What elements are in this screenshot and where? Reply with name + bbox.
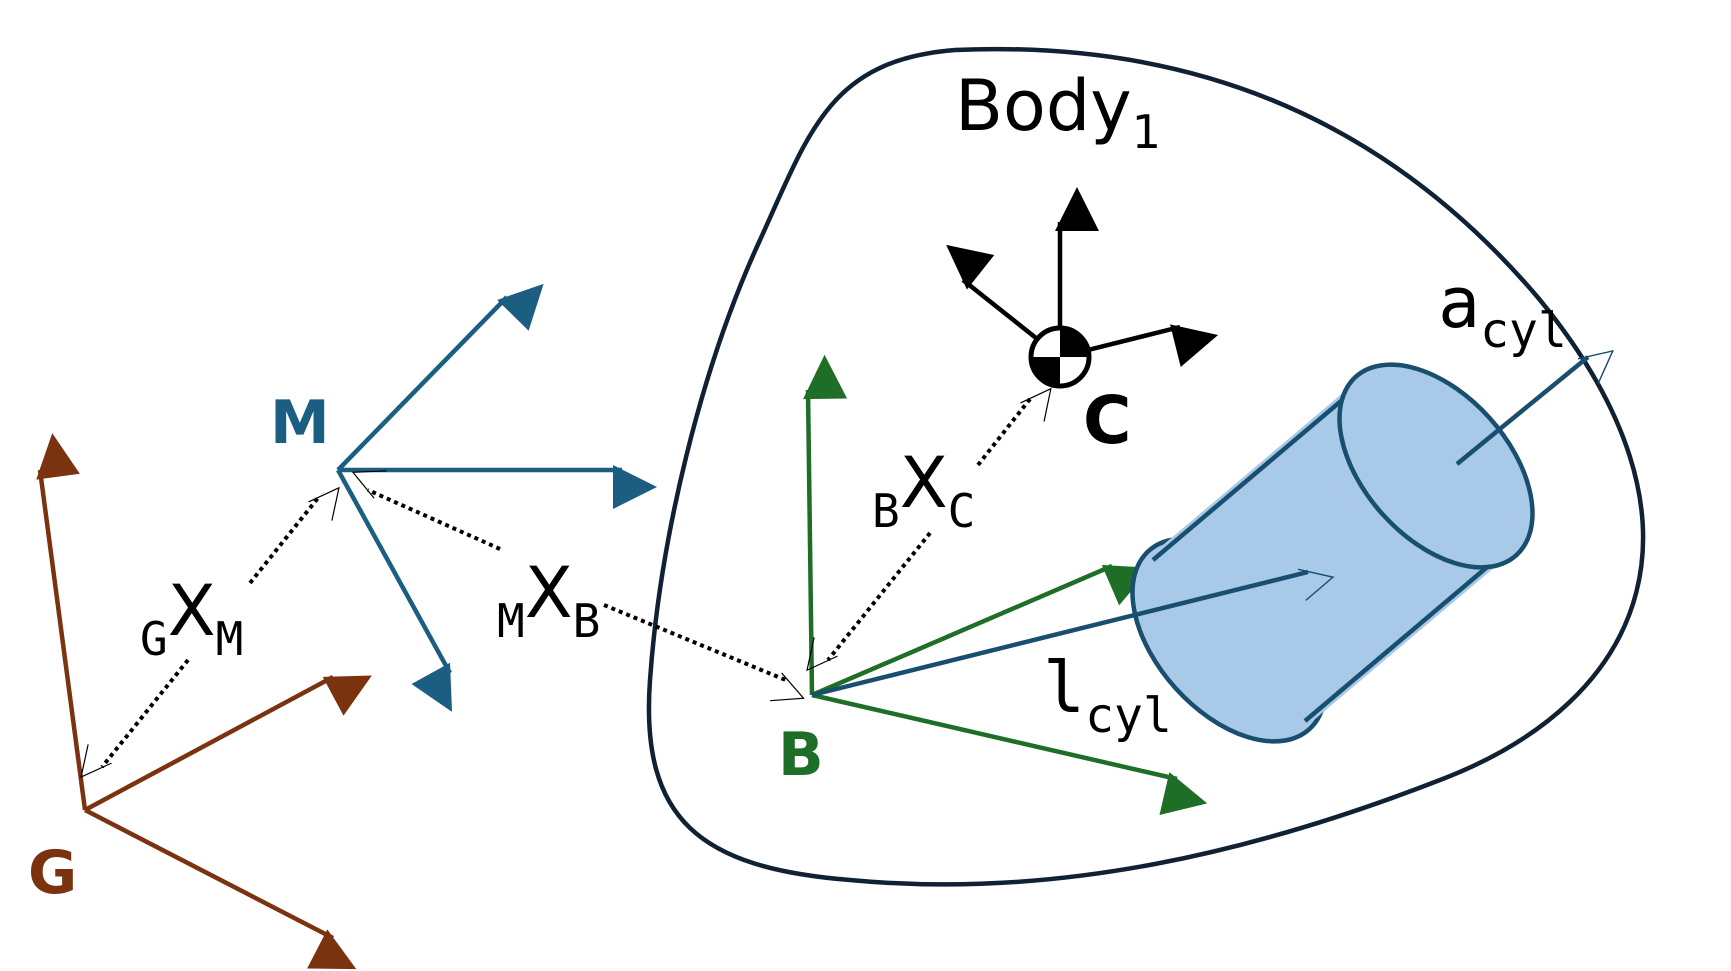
frame-b-axis-2 bbox=[811, 563, 1151, 698]
frame-c-label: C bbox=[1083, 382, 1131, 459]
body-title: Body1 bbox=[955, 65, 1161, 159]
body-outline bbox=[646, 46, 1646, 887]
frame-g-axis-3 bbox=[83, 808, 357, 970]
frame-b-axis-3 bbox=[811, 692, 1208, 815]
cylinder-length-label: lcyl bbox=[1043, 647, 1172, 744]
transform-b-c-arrow-down bbox=[806, 531, 932, 672]
cylinder-length-vector bbox=[811, 568, 1335, 698]
frame-g-label: G bbox=[28, 838, 77, 908]
frame-m bbox=[336, 283, 658, 712]
center-of-mass-icon bbox=[1028, 325, 1092, 389]
cylinder-top-cap bbox=[1337, 362, 1535, 570]
cylinder-axis-vector bbox=[1455, 349, 1615, 466]
frame-b-axis-1 bbox=[803, 354, 848, 696]
transform-b-c-arrow-up bbox=[976, 387, 1052, 467]
cylinder bbox=[1130, 362, 1535, 744]
transform-g-m-arrow-up bbox=[248, 486, 340, 585]
frame-b-label: B bbox=[778, 720, 824, 790]
transform-arrows bbox=[80, 387, 1052, 779]
transform-m-b-label: MXB bbox=[497, 552, 600, 648]
frame-m-label: M bbox=[270, 388, 330, 458]
cylinder-axis-label: acyl bbox=[1438, 262, 1567, 359]
frame-m-axis-3 bbox=[336, 468, 453, 712]
frame-m-axis-1 bbox=[336, 283, 544, 472]
frame-g bbox=[36, 433, 372, 970]
transform-m-b-arrow-forward bbox=[603, 603, 805, 702]
transform-g-m-arrow-down bbox=[80, 658, 190, 779]
frame-g-axis-1 bbox=[36, 433, 88, 811]
transform-g-m-label: GXM bbox=[140, 570, 243, 666]
transform-b-c-label: BXC bbox=[872, 442, 975, 538]
transform-m-b-arrow-back bbox=[351, 470, 501, 551]
frame-g-axis-2 bbox=[83, 675, 372, 812]
